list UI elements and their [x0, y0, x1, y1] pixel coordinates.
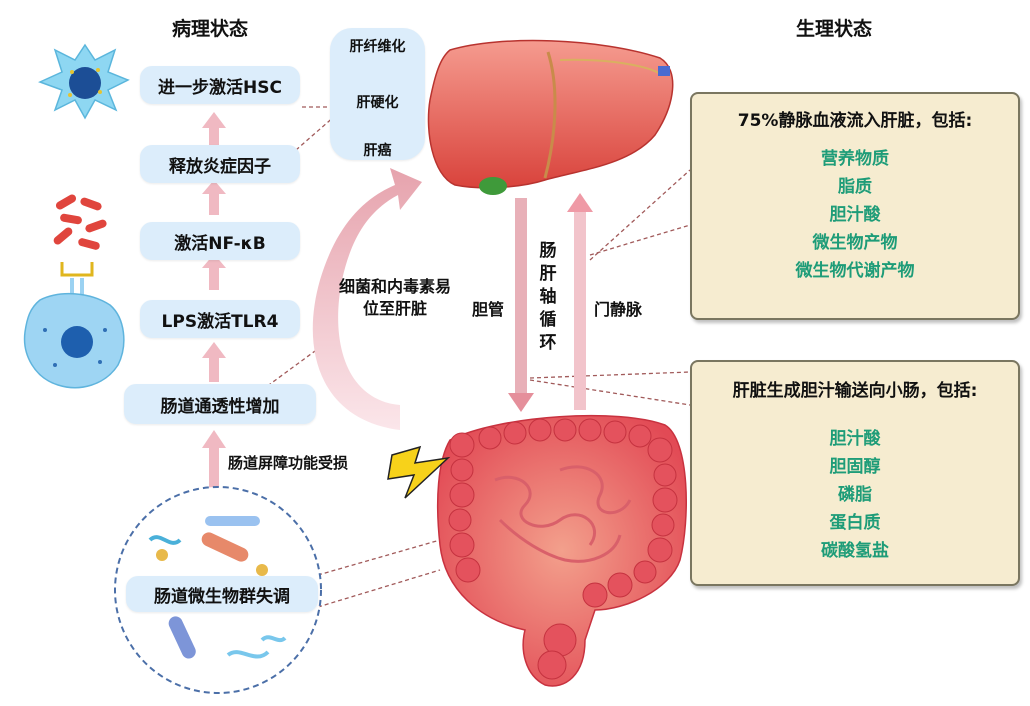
liver-progression-panel: 肝纤维化 肝硬化 肝癌: [330, 28, 425, 160]
portal-item: 营养物质: [821, 149, 889, 169]
barrier-damage-label: 肠道屏障功能受损: [228, 454, 349, 472]
stellate-cell-icon: [38, 43, 130, 120]
portal-vein-label: 门静脉: [594, 300, 643, 319]
dysbiosis-label: 肠道微生物群失调: [126, 576, 318, 612]
bile-item: 蛋白质: [829, 513, 881, 533]
bile-item: 胆固醇: [829, 457, 881, 477]
translocation-label: 细菌和内毒素易位至肝脏: [338, 277, 451, 318]
pathology-step-permeability: 肠道通透性增加: [124, 384, 316, 424]
stage-fibrosis: 肝纤维化: [349, 39, 406, 55]
bile-item: 碳酸氢盐: [821, 541, 889, 561]
bacteria-icon: [53, 194, 107, 250]
bile-item: 胆汁酸: [829, 429, 881, 449]
stage-liver-cancer: 肝癌: [363, 143, 392, 159]
tlr4-receptor-icon: [60, 262, 94, 277]
pathology-step-activate-hsc: 进一步激活HSC: [140, 66, 300, 104]
liver-illustration: [427, 39, 674, 195]
portal-box-title: 75%静脉血液流入肝脏，包括:: [737, 111, 973, 131]
bile-box-list: 胆汁酸 胆固醇 磷脂 蛋白质 碳酸氢盐: [692, 425, 1018, 565]
intestine-illustration: [436, 414, 687, 687]
portal-item: 胆汁酸: [829, 205, 881, 225]
bile-item: 磷脂: [838, 485, 872, 505]
pathology-heading: 病理状态: [172, 18, 249, 40]
pathology-step-inflammatory-factors: 释放炎症因子: [140, 145, 300, 183]
portal-item: 微生物产物: [812, 233, 898, 253]
physiology-heading: 生理状态: [796, 18, 873, 40]
portal-box-list: 营养物质 脂质 胆汁酸 微生物产物 微生物代谢产物: [692, 145, 1018, 285]
portal-vein-arrow: [567, 193, 593, 410]
bile-duct-arrow: [508, 198, 534, 412]
bile-duct-label: 胆管: [472, 300, 505, 319]
bile-box-title: 肝脏生成胆汁输送向小肠，包括:: [732, 381, 978, 401]
translocation-arrow: [312, 168, 422, 430]
portal-item: 微生物代谢产物: [795, 261, 915, 281]
bile-secretion-box: 肝脏生成胆汁输送向小肠，包括: 胆汁酸 胆固醇 磷脂 蛋白质 碳酸氢盐: [690, 360, 1020, 586]
gut-liver-axis-label: 肠肝轴循环: [539, 241, 557, 353]
dashed-connectors: [261, 106, 691, 608]
pathology-step-nfkb: 激活NF-κB: [140, 222, 300, 260]
portal-item: 脂质: [838, 177, 872, 197]
pathology-step-arrows: [202, 112, 226, 505]
macrophage-icon: [23, 292, 125, 389]
lightning-icon: [387, 445, 451, 499]
portal-blood-box: 75%静脉血液流入肝脏，包括: 营养物质 脂质 胆汁酸 微生物产物 微生物代谢产…: [690, 92, 1020, 320]
stage-cirrhosis: 肝硬化: [356, 95, 399, 111]
pathology-step-lps-tlr4: LPS激活TLR4: [140, 300, 300, 338]
